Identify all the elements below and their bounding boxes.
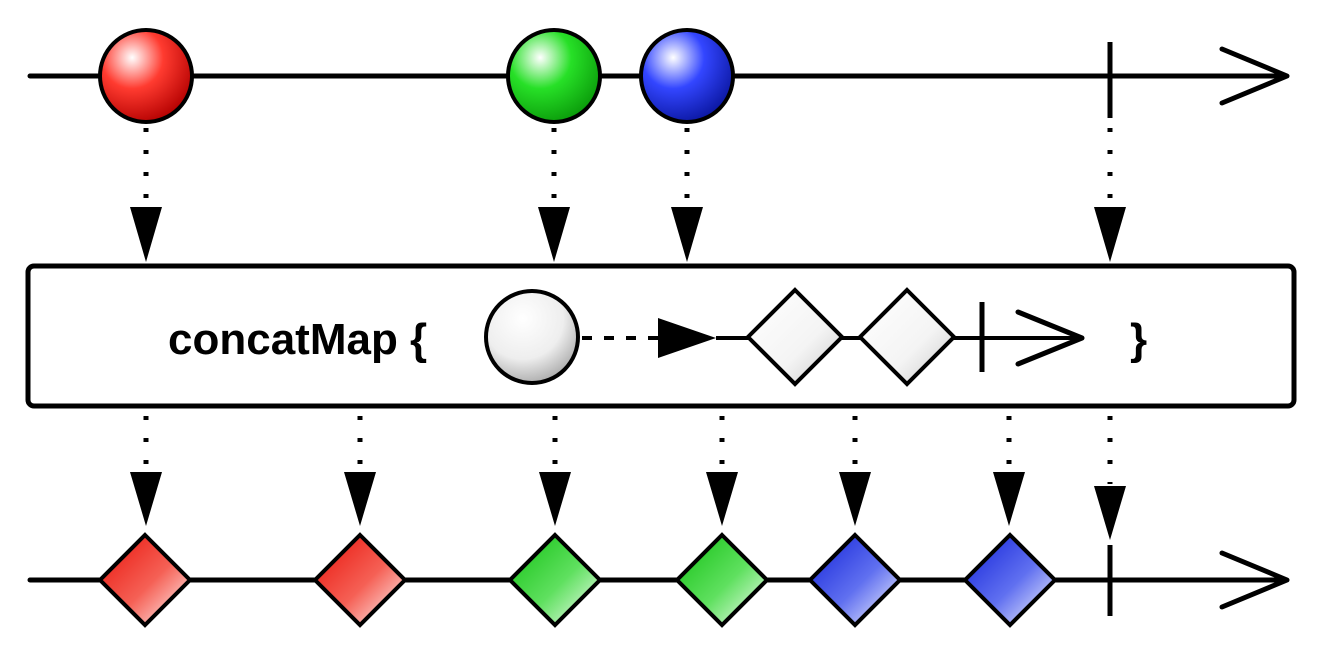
result-timeline — [27, 545, 1290, 616]
arrow-down-icon — [539, 416, 571, 526]
blue-marble-icon — [639, 28, 735, 124]
arrow-right-icon — [658, 318, 716, 358]
arrow-down-icon — [706, 416, 738, 526]
green-marble-icon — [506, 28, 602, 124]
arrow-down-icon — [130, 416, 162, 526]
red-diamond-icon — [97, 532, 193, 628]
green-diamond-icon — [507, 532, 603, 628]
arrow-down-icon — [1094, 416, 1126, 540]
operator-closing-brace: } — [1130, 315, 1147, 364]
arrow-down-icon — [993, 416, 1025, 526]
blue-diamond-icon — [807, 532, 903, 628]
operator-label: concatMap { — [168, 315, 427, 364]
arrow-down-icon — [130, 128, 162, 262]
arrow-down-icon — [1094, 128, 1126, 262]
source-to-operator-arrows — [130, 128, 1126, 262]
green-diamond-icon — [674, 532, 770, 628]
source-timeline-arrow-icon — [1219, 46, 1290, 106]
blue-diamond-icon — [962, 532, 1058, 628]
operator-to-result-arrows — [130, 416, 1126, 540]
neutral-marble-icon — [484, 289, 580, 385]
neutral-diamond-icon — [857, 287, 957, 387]
arrow-down-icon — [671, 128, 703, 262]
arrow-down-icon — [538, 128, 570, 262]
result-diamonds — [97, 532, 1058, 628]
red-diamond-icon — [312, 532, 408, 628]
red-marble-icon — [98, 28, 194, 124]
neutral-diamond-icon — [745, 287, 845, 387]
source-marbles — [98, 28, 735, 124]
result-timeline-arrow-icon — [1219, 550, 1290, 610]
arrow-down-icon — [839, 416, 871, 526]
arrow-down-icon — [344, 416, 376, 526]
legend-arrow-icon — [1015, 309, 1085, 367]
operator-legend — [484, 287, 1085, 387]
operator-box: concatMap { } — [25, 263, 1297, 409]
